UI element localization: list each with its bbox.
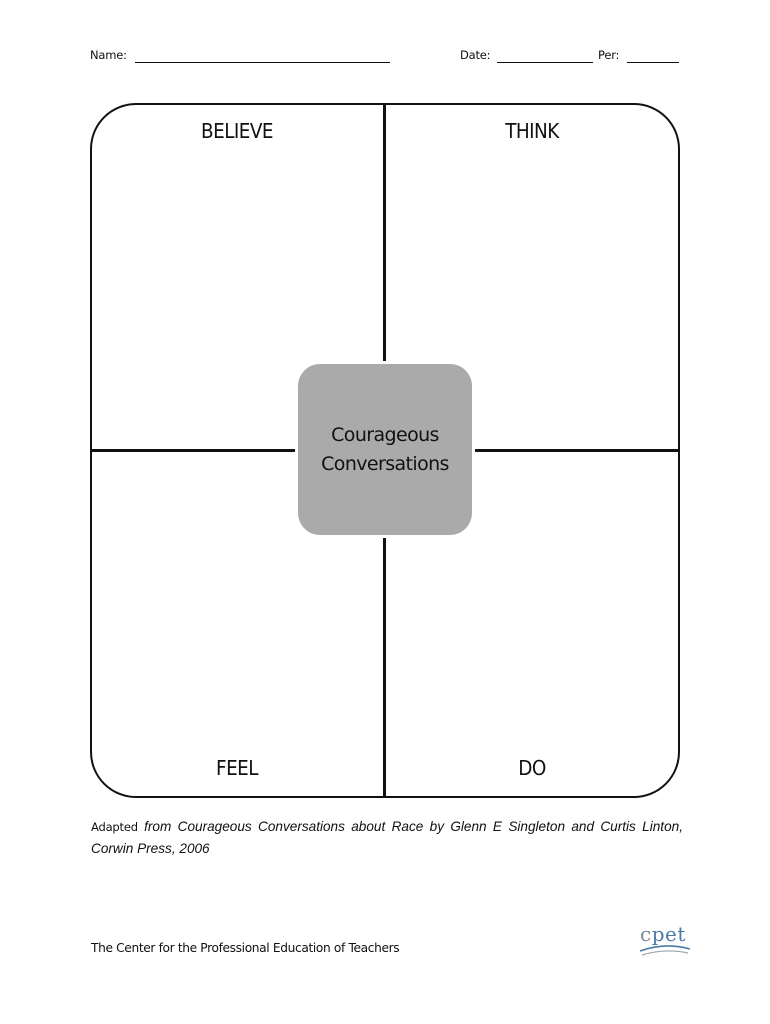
period-field[interactable] — [627, 62, 679, 63]
period-label: Per: — [598, 48, 620, 62]
center-topic-line2: Conversations — [321, 452, 449, 475]
name-field[interactable] — [135, 62, 390, 63]
vertical-divider-bottom — [383, 538, 386, 796]
footer-organization: The Center for the Professional Educatio… — [91, 941, 400, 955]
horizontal-divider-right — [475, 449, 678, 452]
vertical-divider-top — [383, 104, 386, 361]
center-topic-line1: Courageous — [331, 423, 439, 446]
cpet-logo: cpet — [636, 922, 694, 962]
logo-swoosh-icon — [639, 945, 691, 956]
citation-source: from Courageous Conversations about Race… — [91, 819, 683, 856]
date-label: Date: — [460, 48, 491, 62]
name-label: Name: — [90, 48, 127, 62]
cpet-logo-text: cpet — [640, 922, 686, 946]
quadrant-feel-label: FEEL — [216, 756, 258, 780]
date-field[interactable] — [497, 62, 593, 63]
center-topic-box: Courageous Conversations — [298, 364, 472, 535]
horizontal-divider-left — [91, 449, 295, 452]
quadrant-think-label: THINK — [505, 119, 559, 143]
quadrant-believe-label: BELIEVE — [201, 119, 273, 143]
citation-prefix: Adapted — [91, 820, 138, 834]
citation: Adapted from Courageous Conversations ab… — [91, 816, 683, 860]
quadrant-do-label: DO — [518, 756, 546, 780]
